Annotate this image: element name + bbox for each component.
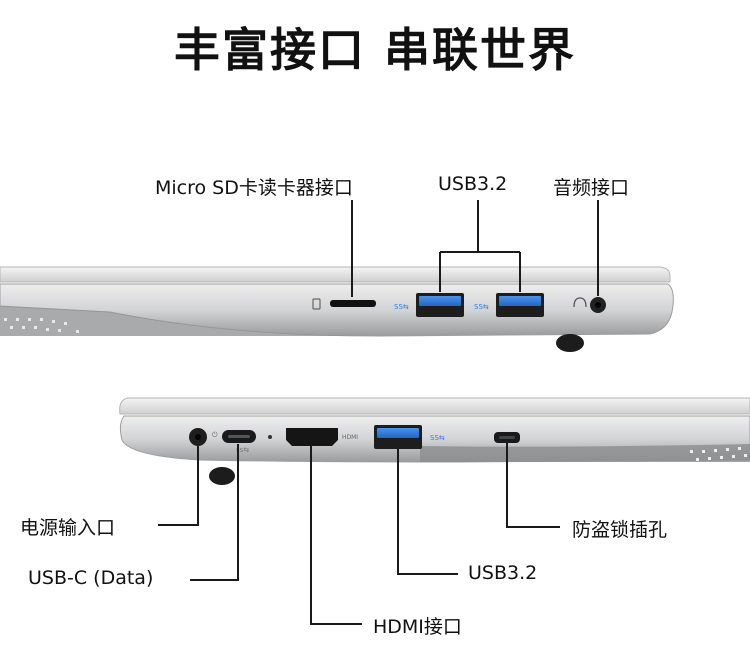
power-icon: ⏻ <box>212 431 218 439</box>
headphone-icon <box>573 297 587 308</box>
laptop-left-side: ⏻ ss⇆ HDMI SS⇆ <box>119 397 750 485</box>
label-usb32-right: USB3.2 <box>438 173 508 195</box>
svg-text:HDMI: HDMI <box>342 434 358 441</box>
usb-ss-icon: SS⇆ <box>394 303 409 311</box>
label-power-input: 电源输入口 <box>20 517 116 539</box>
headline-title: 丰富接口 串联世界 <box>173 23 576 77</box>
label-usb-c-data: USB-C (Data) <box>28 567 154 589</box>
sd-card-slot <box>330 300 376 307</box>
label-usb32-left: USB3.2 <box>468 562 538 584</box>
label-audio-jack: 音频接口 <box>553 177 630 199</box>
status-led <box>268 435 272 439</box>
label-sd-card-reader: Micro SD卡读卡器接口 <box>155 177 353 199</box>
label-hdmi: HDMI接口 <box>373 616 462 638</box>
callout-lines-top <box>351 200 599 297</box>
usb-ss-icon: SS⇆ <box>474 303 489 311</box>
svg-text:ss⇆: ss⇆ <box>236 446 249 454</box>
label-lock-slot: 防盗锁插孔 <box>572 519 668 541</box>
callout-lines-bottom <box>158 443 560 625</box>
sd-card-icon <box>312 298 321 310</box>
usb-ss-icon: SS⇆ <box>430 434 445 442</box>
hdmi-port <box>286 428 338 446</box>
laptop-right-side: SS⇆ SS⇆ <box>0 266 674 352</box>
